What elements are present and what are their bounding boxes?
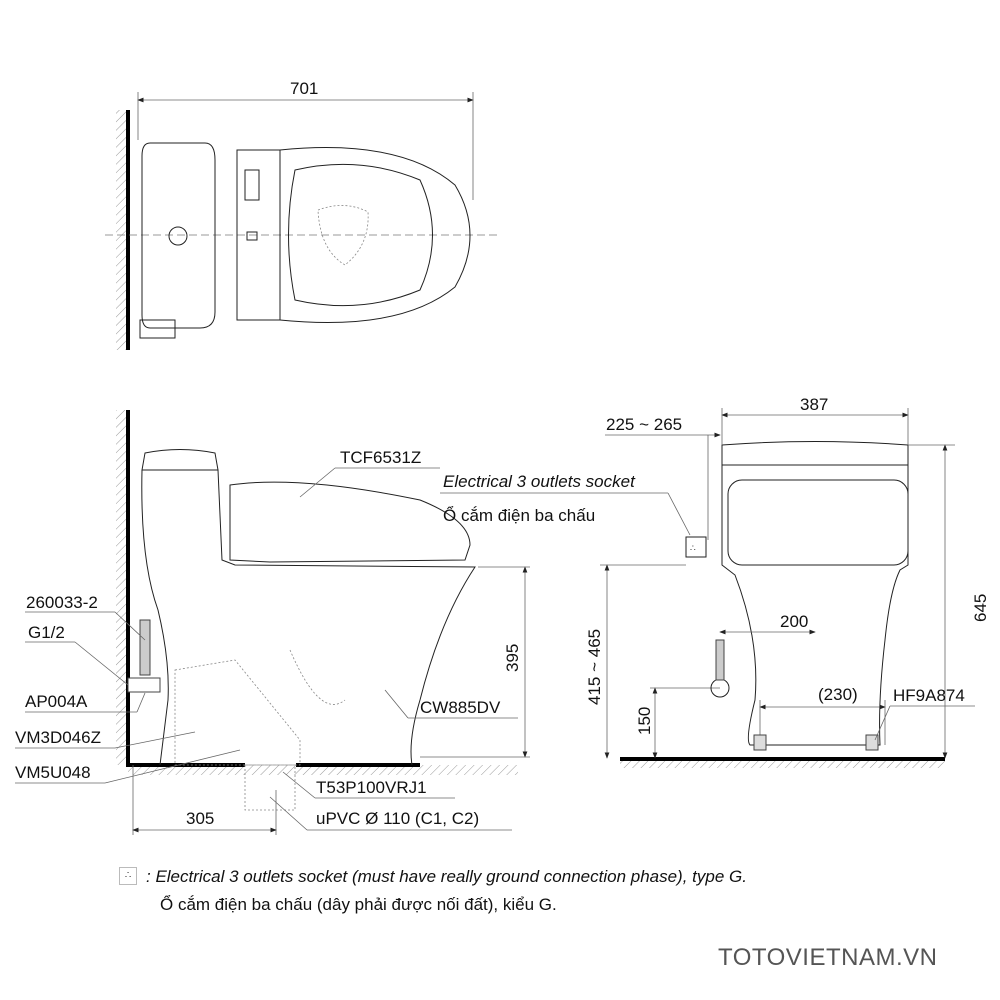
watermark: TOTOVIETNAM.VN — [718, 944, 938, 971]
part-label: 260033-2 — [26, 593, 98, 612]
supply-offset-dim: 200 — [780, 612, 808, 631]
socket-icon: ∴ — [119, 867, 137, 885]
front-width-dim: 387 — [800, 395, 828, 414]
seat-model-label: TCF6531Z — [340, 448, 421, 467]
side-view: 395 305 TCF6531Z Electrical 3 outlets so… — [15, 410, 691, 835]
bolt-model-label: HF9A874 — [893, 686, 965, 705]
socket-icon — [685, 536, 707, 558]
socket-offset-dim: 225 ~ 265 — [606, 415, 682, 434]
top-view: 701 — [105, 79, 500, 350]
bowl-model-label: CW885DV — [420, 698, 501, 717]
socket-height-dim: 415 ~ 465 — [585, 629, 604, 705]
side-height-dim: 395 — [503, 644, 522, 672]
socket-label-vi: Ổ cắm điện ba chấu — [443, 506, 595, 525]
pipe-label: uPVC Ø 110 (C1, C2) — [316, 809, 479, 828]
footnote-vi: Ổ cắm điện ba chấu (dây phải được nối đấ… — [160, 895, 557, 914]
svg-text:∴: ∴ — [690, 543, 696, 553]
seat-side — [229, 481, 471, 563]
supply-height-dim: 150 — [635, 707, 654, 735]
tank-front — [721, 441, 909, 466]
part-label: AP004A — [25, 692, 88, 711]
rough-in-dim: 305 — [186, 809, 214, 828]
part-label: G1/2 — [28, 623, 65, 642]
top-width-dim: 701 — [290, 79, 318, 98]
footnote-en: : Electrical 3 outlets socket (must have… — [146, 867, 747, 886]
tank-top — [141, 142, 216, 329]
total-height-dim: 645 — [971, 594, 990, 622]
seat-front — [727, 479, 909, 566]
bolt-spacing-dim: (230) — [818, 685, 858, 704]
tank-side — [141, 449, 219, 471]
flange-model-label: T53P100VRJ1 — [316, 778, 427, 797]
socket-label-en: Electrical 3 outlets socket — [443, 472, 636, 491]
front-view: ∴ 387 225 ~ 265 645 415 ~ 465 150 200 (2… — [585, 395, 990, 768]
part-label: VM5U048 — [15, 763, 91, 782]
part-label: VM3D046Z — [15, 728, 101, 747]
